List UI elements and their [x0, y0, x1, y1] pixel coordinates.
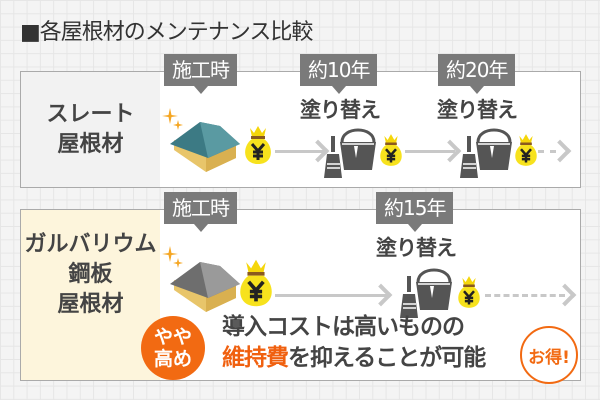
- message-line-1: 導入コストは高いものの: [222, 314, 465, 340]
- message-line-2: 維持費を抑えることが可能: [222, 343, 486, 374]
- milestone-tag-install: 施工時: [164, 54, 237, 94]
- label-line: ガルバリウム: [24, 232, 157, 257]
- badge-line: 高め: [153, 348, 192, 370]
- milestone-tag-20yr: 約20年: [438, 54, 516, 94]
- milestone-tag-10yr: 約10年: [300, 54, 378, 94]
- timeline-line: [405, 150, 455, 153]
- label-line: 屋根材: [57, 292, 124, 317]
- timeline-line: [275, 150, 325, 153]
- message-rest: を抑えることが可能: [288, 345, 486, 371]
- cost-higher-badge: やや高め: [141, 316, 205, 380]
- milestone-tag-15yr: 約15年: [376, 192, 454, 232]
- badge-line: やや: [153, 326, 192, 348]
- bucket-icon: [474, 128, 514, 172]
- milestone-caption-repaint: 塗り替え: [300, 98, 381, 122]
- galvalume-row-label: ガルバリウム鋼板屋根材: [21, 210, 160, 380]
- highlight-maintenance-cost: 維持費: [222, 345, 289, 371]
- page-title: ■各屋根材のメンテナンス比較: [20, 20, 313, 45]
- milestone-tag-install: 施工時: [164, 192, 237, 232]
- summary-message: 導入コストは高いものの 維持費を抑えることが可能: [222, 312, 486, 374]
- slate-row-label: スレート屋根材: [21, 72, 160, 187]
- bucket-icon: [414, 268, 454, 312]
- timeline-line: [275, 294, 387, 297]
- label-line: スレート: [46, 101, 135, 127]
- house-icon: [170, 122, 240, 172]
- timeline-dashed-line: [538, 150, 556, 153]
- label-line: 屋根材: [57, 131, 124, 157]
- timeline-dashed-line: [485, 294, 565, 297]
- milestone-caption-repaint: 塗り替え: [437, 98, 518, 122]
- money-bag-icon: [379, 132, 403, 168]
- label-line: 鋼板: [68, 262, 113, 287]
- milestone-caption-repaint: 塗り替え: [376, 236, 457, 260]
- money-bag-icon: [243, 124, 273, 166]
- money-bag-icon: [457, 274, 481, 310]
- money-bag-icon: [514, 132, 538, 168]
- bucket-icon: [338, 128, 378, 172]
- money-bag-icon: [238, 257, 274, 309]
- house-icon: [170, 262, 240, 312]
- deal-badge: お得!: [520, 326, 578, 384]
